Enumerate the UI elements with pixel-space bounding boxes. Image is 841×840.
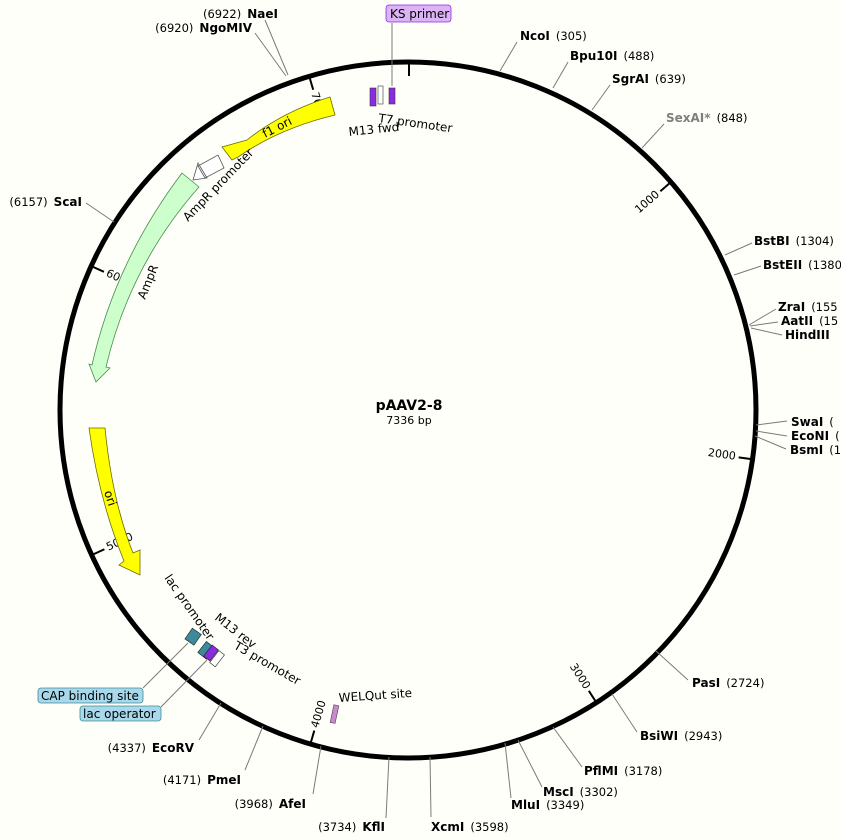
ampr-promoter-arrow[interactable] (192, 154, 225, 181)
tick-mark (308, 77, 315, 91)
site-ecorv[interactable]: (4337)EcoRV (108, 741, 195, 755)
tick-label: 1000 (632, 188, 662, 216)
cap-binding-site-leader (142, 642, 189, 689)
site-bsiwi[interactable]: BsiWI(2943) (640, 729, 722, 743)
site-pmei[interactable]: (4171)PmeI (163, 773, 241, 787)
tick-label: 2000 (707, 446, 737, 463)
plasmid-length: 7336 bp (386, 414, 431, 427)
site-swai[interactable]: SwaI( (791, 415, 834, 429)
site-scai[interactable]: (6157)ScaI (9, 195, 82, 209)
ori-arrow[interactable] (88, 427, 141, 576)
welqut-site-mark[interactable] (329, 704, 340, 724)
m13-rev-primer-mark[interactable] (203, 644, 219, 662)
site-econi[interactable]: EcoNI( (791, 429, 840, 443)
welqut-site-label: WELQut site (338, 686, 412, 705)
site-zrai[interactable]: ZraI(155 (778, 300, 838, 314)
tick-mark (738, 456, 751, 461)
site-pasi[interactable]: PasI(2724) (692, 676, 764, 690)
m13-fwd-label: M13 fwd (348, 120, 400, 139)
m13-fwd-primer-mark[interactable] (369, 87, 377, 107)
tick-mark (659, 182, 671, 192)
site-bsmi[interactable]: BsmI(1 (790, 443, 841, 457)
ks-primer-mark[interactable] (388, 87, 396, 105)
tick-mark (92, 265, 105, 273)
t7-promoter-mark[interactable] (377, 85, 384, 105)
f1-ori-label: f1 ori (260, 114, 294, 141)
plasmid-name: pAAV2-8 (376, 398, 443, 414)
site-afei[interactable]: (3968)AfeI (235, 797, 306, 811)
tick-label: 4000 (308, 699, 328, 730)
t3-promoter-mark[interactable] (209, 650, 225, 668)
site-kfli[interactable]: (3734)KflI (318, 820, 385, 834)
ampr-arrow[interactable] (88, 172, 200, 383)
ori-label: ori (101, 489, 119, 508)
tick-mark (93, 548, 105, 556)
lac-operator-box[interactable] (79, 705, 162, 722)
site-sgrai[interactable]: SgrAI(639) (612, 72, 686, 86)
site-msci[interactable]: MscI(3302) (543, 785, 618, 799)
site-pflmi[interactable]: PflMI(3178) (584, 764, 662, 778)
site-ncoi[interactable]: NcoI(305) (520, 29, 587, 43)
tick-mark (587, 690, 597, 702)
site-bstbi[interactable]: BstBI(1304) (754, 234, 834, 248)
lac-operator-label: lac operator (83, 707, 156, 721)
site-naei[interactable]: (6922)NaeI (203, 7, 278, 21)
cap-binding-site-box[interactable] (37, 687, 144, 704)
cap-binding-site-label: CAP binding site (41, 689, 139, 703)
site-sexai[interactable]: SexAI*(848) (666, 111, 748, 125)
tick-mark (309, 730, 316, 743)
t3-promoter-label: T3 promoter (231, 638, 303, 688)
lac-operator-leader (160, 659, 208, 708)
ks-primer-box[interactable] (385, 4, 452, 23)
ks-primer-label: KS primer (390, 7, 449, 21)
site-aatii[interactable]: AatII(15 (781, 314, 838, 328)
tick-label: 3000 (567, 661, 593, 692)
site-mlui[interactable]: MluI(3349) (511, 798, 584, 812)
site-xcmi[interactable]: XcmI(3598) (431, 820, 509, 834)
site-bsteii[interactable]: BstEII(1380) (763, 258, 841, 272)
site-hindiii[interactable]: HindIII (785, 328, 830, 342)
cap-binding-site-mark[interactable] (184, 627, 202, 646)
f1-ori-arrow[interactable] (221, 96, 336, 161)
site-bpu10i[interactable]: Bpu10I(488) (570, 49, 654, 63)
site-ngomiv[interactable]: (6920)NgoMIV (155, 21, 253, 35)
